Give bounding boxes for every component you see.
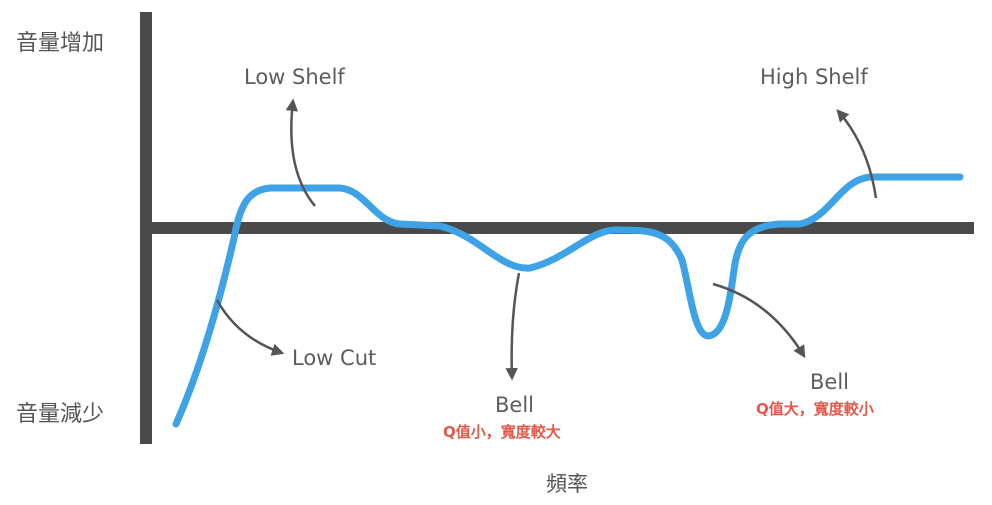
- callout-arrows: [215, 98, 878, 381]
- x-axis-label: 頻率: [546, 472, 588, 496]
- y-axis-top-label: 音量增加: [16, 31, 105, 56]
- low-shelf-arrow: [285, 98, 316, 207]
- low-cut-label: Low Cut: [292, 346, 377, 370]
- axes: [140, 12, 974, 444]
- eq-response-curve: [172, 173, 964, 428]
- bell-wide-label: Bell: [810, 370, 849, 394]
- bell-narrow-arrow: [505, 272, 521, 381]
- low-cut-arrow: [215, 299, 285, 356]
- high-shelf-label: High Shelf: [760, 65, 868, 89]
- y-axis-bottom-label: 音量減少: [16, 402, 105, 427]
- bell-narrow-label: Bell: [495, 393, 534, 417]
- bell-wide-arrow: [712, 282, 806, 359]
- high-shelf-arrow: [836, 109, 878, 199]
- bell-narrow-note: Q值小，寬度較大: [443, 423, 561, 441]
- bell-wide-note: Q值大，寬度較小: [756, 400, 874, 418]
- low-shelf-label: Low Shelf: [244, 65, 345, 89]
